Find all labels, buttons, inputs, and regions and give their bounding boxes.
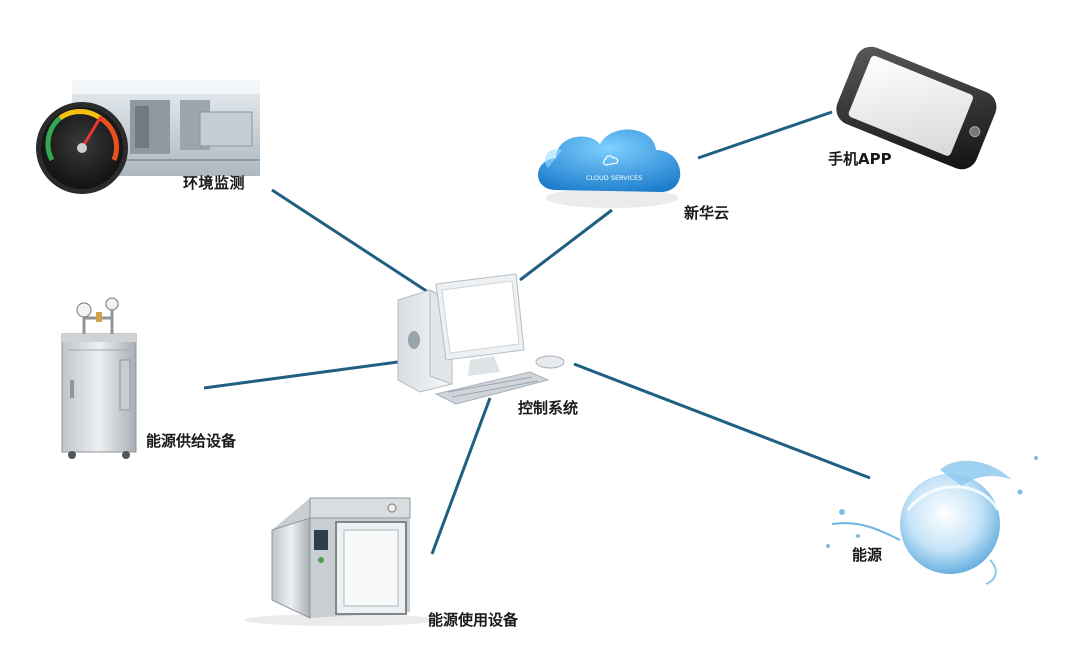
env-monitor-label: 环境监测 bbox=[183, 174, 245, 192]
energy-supply-label: 能源供给设备 bbox=[146, 432, 237, 450]
desktop-computer-icon bbox=[397, 273, 565, 405]
energy-node: 能源 bbox=[826, 456, 1038, 585]
smartphone-icon bbox=[836, 46, 997, 170]
connector-energy-supply bbox=[203, 360, 399, 390]
steam-generator-icon bbox=[61, 297, 137, 459]
cleanroom-photo bbox=[72, 80, 260, 176]
cloud-services-text: CLOUD SERVICES bbox=[586, 174, 642, 182]
connector-energy bbox=[573, 362, 871, 480]
energy-supply-node: 能源供给设备 bbox=[61, 297, 237, 459]
sterilizer-cabinet-icon bbox=[244, 497, 436, 626]
energy-use-label: 能源使用设备 bbox=[428, 611, 519, 629]
connector-mobile-app bbox=[697, 110, 833, 160]
cloud-services-icon bbox=[538, 129, 681, 208]
water-splash-icon bbox=[826, 456, 1038, 585]
connector-env-monitor bbox=[271, 188, 429, 294]
cloud-label: 新华云 bbox=[684, 204, 729, 222]
connector-cloud bbox=[519, 208, 613, 282]
mobile-app-node: 手机APP bbox=[828, 46, 997, 170]
pressure-gauge-icon bbox=[36, 102, 128, 194]
energy-use-node: 能源使用设备 bbox=[244, 497, 519, 629]
env-monitor-node: 环境监测 bbox=[36, 80, 260, 194]
connector-energy-use bbox=[430, 397, 492, 555]
connector-lines bbox=[203, 110, 871, 555]
cloud-node: CLOUD SERVICES 新华云 bbox=[538, 129, 729, 222]
control-system-node: 控制系统 bbox=[397, 273, 578, 417]
mobile-app-label: 手机APP bbox=[828, 150, 892, 168]
energy-label: 能源 bbox=[852, 546, 882, 564]
control-system-label: 控制系统 bbox=[518, 399, 578, 417]
